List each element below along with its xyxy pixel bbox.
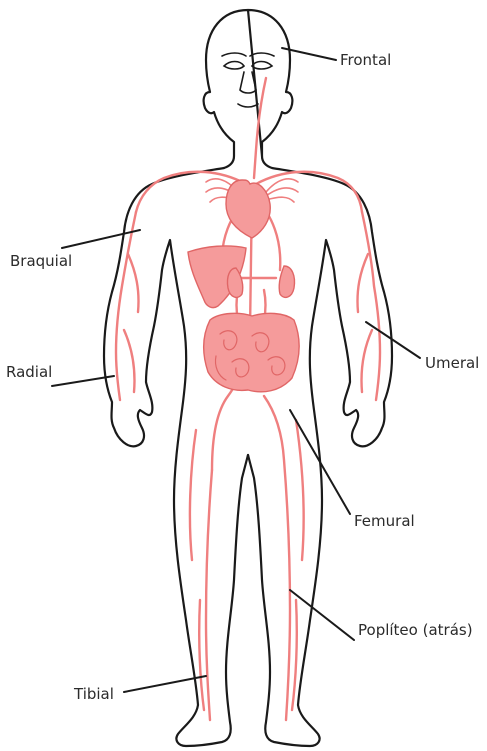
right-kidney	[279, 266, 294, 297]
label-umeral: Umeral	[425, 356, 479, 371]
leader-radial	[52, 376, 114, 386]
right-eye	[252, 62, 272, 70]
left-eye	[224, 62, 244, 70]
left-leg-branch	[190, 430, 196, 560]
head-outline	[204, 10, 293, 168]
left-forearm-branch	[124, 330, 135, 392]
right-arm-vessel	[362, 212, 380, 400]
blood-vessels	[116, 78, 380, 720]
left-femoral-vessel	[206, 470, 212, 720]
leader-tibial	[124, 676, 206, 692]
heart	[226, 180, 270, 238]
right-shin-branch	[292, 600, 297, 710]
left-arm-branch	[128, 254, 139, 312]
right-leg-branch	[296, 420, 304, 560]
left-arm-vessel	[116, 212, 136, 400]
leader-popliteo	[290, 590, 354, 640]
mouth	[238, 104, 258, 107]
right-femoral-vessel	[264, 396, 290, 720]
label-frontal: Frontal	[340, 53, 391, 68]
right-forearm-branch	[361, 330, 372, 392]
left-brow	[222, 53, 246, 56]
organs	[188, 180, 299, 392]
label-radial: Radial	[6, 365, 52, 380]
intestines	[204, 313, 299, 391]
right-arm-branch	[357, 254, 368, 312]
label-tibial: Tibial	[74, 687, 114, 702]
leader-femural	[290, 410, 350, 514]
torso-arms-outline	[104, 156, 392, 746]
label-braquial: Braquial	[10, 254, 72, 269]
right-brow	[250, 53, 274, 56]
left-shin-branch	[199, 600, 204, 710]
label-popliteo: Poplíteo (atrás)	[358, 623, 473, 638]
right-lung-fan-2	[266, 188, 298, 196]
label-femural: Femural	[354, 514, 415, 529]
